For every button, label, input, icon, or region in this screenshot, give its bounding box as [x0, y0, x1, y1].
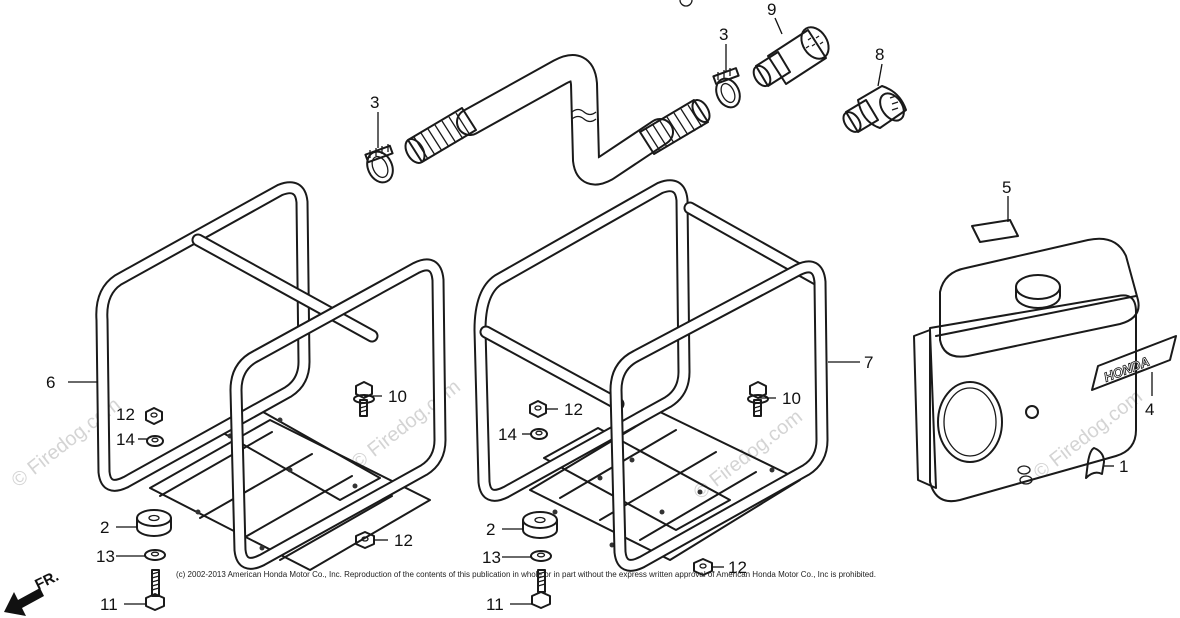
front-arrow-icon — [4, 588, 44, 616]
callout-1: 1 — [1119, 457, 1128, 476]
frame-right — [473, 179, 829, 572]
callout-13-left: 13 — [96, 547, 115, 566]
callout-10-right: 10 — [782, 389, 801, 408]
callout-13-right: 13 — [482, 548, 501, 567]
callout-3-left: 3 — [370, 93, 379, 112]
callout-12-left-lower: 12 — [394, 531, 413, 550]
registration-mark-icon — [679, 0, 693, 7]
callout-11-right: 11 — [486, 595, 504, 614]
washer-left — [146, 435, 164, 447]
hex-nut-right — [529, 400, 547, 418]
callout-8: 8 — [875, 45, 884, 64]
callout-12-left-upper: 12 — [116, 405, 135, 424]
callout-10-left: 10 — [388, 387, 407, 406]
callout-4: 4 — [1145, 400, 1154, 419]
hose-corrugation-right — [639, 99, 711, 155]
rubber-mount-right — [522, 511, 558, 539]
hose-clamp-left — [364, 144, 394, 184]
hose-clamp-right — [712, 67, 741, 109]
callout-2-left: 2 — [100, 518, 109, 537]
callout-6: 6 — [46, 373, 55, 392]
callout-14-right: 14 — [498, 425, 517, 444]
callout-12-right-lower: 12 — [728, 558, 747, 577]
callout-3-right: 3 — [719, 25, 728, 44]
callout-11-left: 11 — [100, 595, 118, 614]
leader-lines — [68, 17, 1153, 605]
front-direction-indicator: FR. — [4, 568, 61, 616]
small-label — [1085, 447, 1105, 479]
bolt-10-left — [353, 381, 375, 417]
bolt-left — [145, 569, 165, 611]
nut-12-left — [355, 531, 375, 549]
callout-14-left: 14 — [116, 430, 135, 449]
callout-2-right: 2 — [486, 520, 495, 539]
flat-washer-left — [144, 549, 166, 561]
flat-washer-right — [530, 550, 552, 562]
front-label: FR. — [32, 568, 61, 594]
bolt-10-right — [747, 381, 769, 417]
frame-left — [95, 181, 447, 571]
callouts: 3 3 9 8 5 4 1 6 7 10 10 12 14 12 14 2 2 … — [46, 0, 1154, 614]
strainer-nozzle — [752, 26, 830, 88]
pipe-joint — [842, 85, 907, 133]
engine — [913, 237, 1140, 503]
hose-corrugation-left — [404, 107, 477, 164]
rubber-mount-left — [136, 509, 172, 537]
copyright-notice: (c) 2002-2013 American Honda Motor Co., … — [176, 570, 876, 579]
callout-12-right-upper: 12 — [564, 400, 583, 419]
hex-nut-left — [145, 407, 163, 425]
water-hose — [404, 54, 711, 186]
honda-logo-text: HONDA — [1102, 354, 1152, 385]
callout-7: 7 — [864, 353, 873, 372]
honda-emblem: HONDA — [1091, 335, 1177, 391]
nut-12-right — [693, 558, 713, 576]
hardware-left — [136, 381, 375, 611]
washer-right — [530, 428, 548, 440]
caution-label — [971, 219, 1019, 243]
callout-5: 5 — [1002, 178, 1011, 197]
callout-9: 9 — [767, 0, 776, 19]
